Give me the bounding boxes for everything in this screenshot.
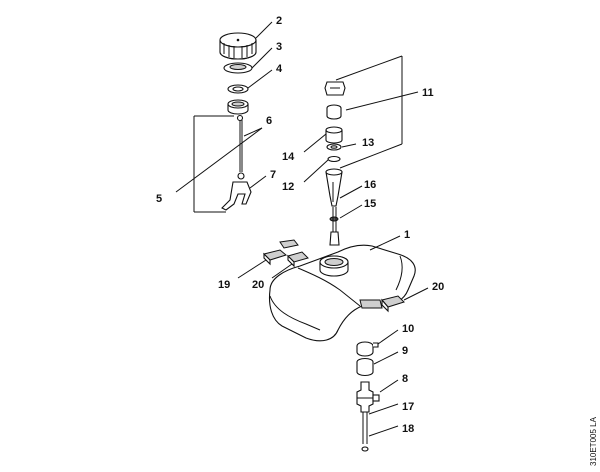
retainer-part-6-top	[227, 99, 249, 115]
grommet-part-11	[326, 104, 342, 120]
cap-disc-part-3	[223, 62, 253, 74]
rubber-pad-part-20-top	[287, 251, 309, 268]
callout-9: 9	[402, 345, 408, 357]
hose-clip-part-11	[324, 81, 346, 96]
callout-13: 13	[362, 137, 374, 149]
washer-part-13	[326, 143, 342, 151]
callout-17: 17	[402, 401, 414, 413]
callout-20-top: 20	[252, 279, 264, 291]
fuel-cap-part-2	[219, 32, 257, 60]
callout-2: 2	[276, 15, 282, 27]
bushing-part-14	[325, 126, 343, 144]
callout-6: 6	[266, 115, 272, 127]
callout-3: 3	[276, 41, 282, 53]
callout-14: 14	[282, 151, 295, 163]
callout-11: 11	[422, 87, 434, 99]
rubber-pad-part-20-bottom	[381, 295, 405, 313]
valve-part-8	[356, 381, 380, 413]
fuel-tank-part-1	[268, 244, 416, 342]
leader-lines	[175, 21, 429, 437]
cord-part-6	[236, 114, 245, 180]
callout-5: 5	[156, 193, 162, 205]
grommet-part-9	[356, 357, 374, 377]
callout-10: 10	[402, 323, 414, 335]
tube-part-17	[362, 412, 368, 444]
drawing-code: 310ET005 LA	[589, 416, 598, 466]
callout-20-bottom: 20	[432, 281, 444, 293]
callout-15: 15	[364, 198, 376, 210]
callout-7: 7	[270, 169, 276, 181]
callout-4: 4	[276, 63, 283, 75]
ring-part-18	[361, 446, 369, 452]
hose-clamp-part-15	[329, 216, 339, 222]
ring-part-12	[327, 155, 341, 163]
rubber-pad-part-19	[263, 239, 299, 266]
filter-body-part-16	[325, 168, 343, 207]
callout-16: 16	[364, 179, 376, 191]
callout-8: 8	[402, 373, 408, 385]
seal-ring-part-4	[227, 84, 249, 94]
callout-19: 19	[218, 279, 230, 291]
callout-1: 1	[404, 229, 410, 241]
hose-part-16	[329, 207, 340, 246]
callout-12: 12	[282, 181, 294, 193]
callout-18: 18	[402, 423, 414, 435]
clip-part-7	[221, 181, 252, 211]
clamp-part-10	[356, 341, 379, 357]
